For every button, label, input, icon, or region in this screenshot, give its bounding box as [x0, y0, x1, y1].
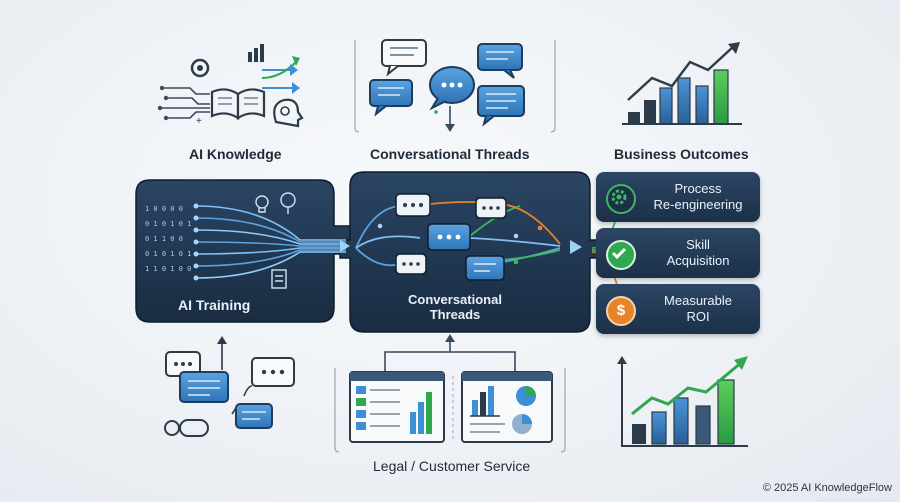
- outcome-card-process: Process Re-engineering: [596, 172, 760, 222]
- ai-training-panel: [135, 179, 353, 323]
- outcome-line1: Measurable: [664, 293, 732, 308]
- binary-row: 1 0 0 0 0: [145, 205, 183, 213]
- chat-bubble-icon: [465, 255, 505, 281]
- threads-panel-label: Conversational Threads: [380, 292, 530, 322]
- heading-legal-customer-service: Legal / Customer Service: [373, 458, 531, 474]
- training-streams: [195, 205, 346, 279]
- thread-bubbles: [395, 193, 507, 281]
- outcome-line2: Acquisition: [666, 253, 730, 268]
- chat-bubble-icon: [395, 193, 431, 217]
- head-icon: [273, 98, 304, 128]
- binary-row: 0 1 1 0 0: [145, 235, 183, 243]
- gear-icon: [190, 58, 210, 78]
- chat-bubble-icon: [369, 79, 413, 117]
- chat-bubble-icon: [429, 66, 475, 111]
- binary-row: 0 1 0 1 0 1: [145, 250, 192, 258]
- outcome-card-skill: Skill Acquisition: [596, 228, 760, 278]
- chat-bubble-icon: [475, 197, 507, 219]
- binary-row: 1 1 0 1 0 0: [145, 265, 192, 273]
- growth-chart: [617, 356, 748, 447]
- heading-business-outcomes: Business Outcomes: [614, 146, 749, 162]
- mini-chart-icon: [248, 44, 264, 62]
- dollar-icon: $: [606, 296, 636, 326]
- divider-right-top: [550, 40, 556, 133]
- book-icon: [210, 88, 266, 121]
- business-outcomes-chart: [622, 42, 742, 125]
- chat-bubble-icon: [477, 85, 525, 127]
- document-icon: [271, 269, 287, 289]
- dashboard-window-icon: [461, 371, 553, 443]
- chat-bubble-icon: [427, 223, 471, 251]
- chat-bubble-icon: [477, 43, 523, 79]
- divider-left-top: [354, 40, 360, 133]
- svg-text:+: +: [196, 116, 202, 127]
- gear-icon: [606, 184, 636, 214]
- chat-bubble-icon: [395, 253, 427, 275]
- check-icon: [606, 240, 636, 270]
- conversation-bubbles-illustration: [369, 39, 525, 132]
- outcome-line2: Re-engineering: [653, 197, 743, 212]
- outcome-line1: Process: [674, 181, 722, 196]
- chat-bubble-icon: [251, 357, 295, 387]
- collaboration-illustration: [164, 336, 295, 437]
- outcome-line1: Skill: [686, 237, 710, 252]
- heading-ai-knowledge: AI Knowledge: [189, 146, 282, 162]
- legal-service-illustration: [334, 334, 566, 453]
- threads-label-line2: Threads: [429, 307, 481, 322]
- outcome-line2: ROI: [686, 309, 710, 324]
- heading-conversational-threads: Conversational Threads: [370, 146, 530, 162]
- binary-row: 0 1 0 1 0 1: [145, 220, 192, 228]
- chat-bubble-icon: [179, 371, 229, 403]
- chat-bubble-icon: [235, 403, 273, 429]
- lightbulb-icon: [255, 195, 269, 213]
- threads-label-line1: Conversational: [408, 292, 502, 307]
- binary-data-block: 1 0 0 0 0 0 1 0 1 0 1 0 1 1 0 0 0 1 0 1 …: [145, 202, 197, 277]
- user-icon: [164, 419, 209, 437]
- chat-bubble-icon: [381, 39, 427, 77]
- ai-knowledge-illustration: +: [157, 44, 304, 128]
- dashboard-window-icon: [349, 371, 445, 443]
- ai-training-label: AI Training: [178, 297, 251, 313]
- tree-icon: [280, 192, 296, 214]
- outcome-card-roi: $ Measurable ROI: [596, 284, 760, 334]
- copyright-footer: © 2025 AI KnowledgeFlow: [762, 482, 892, 494]
